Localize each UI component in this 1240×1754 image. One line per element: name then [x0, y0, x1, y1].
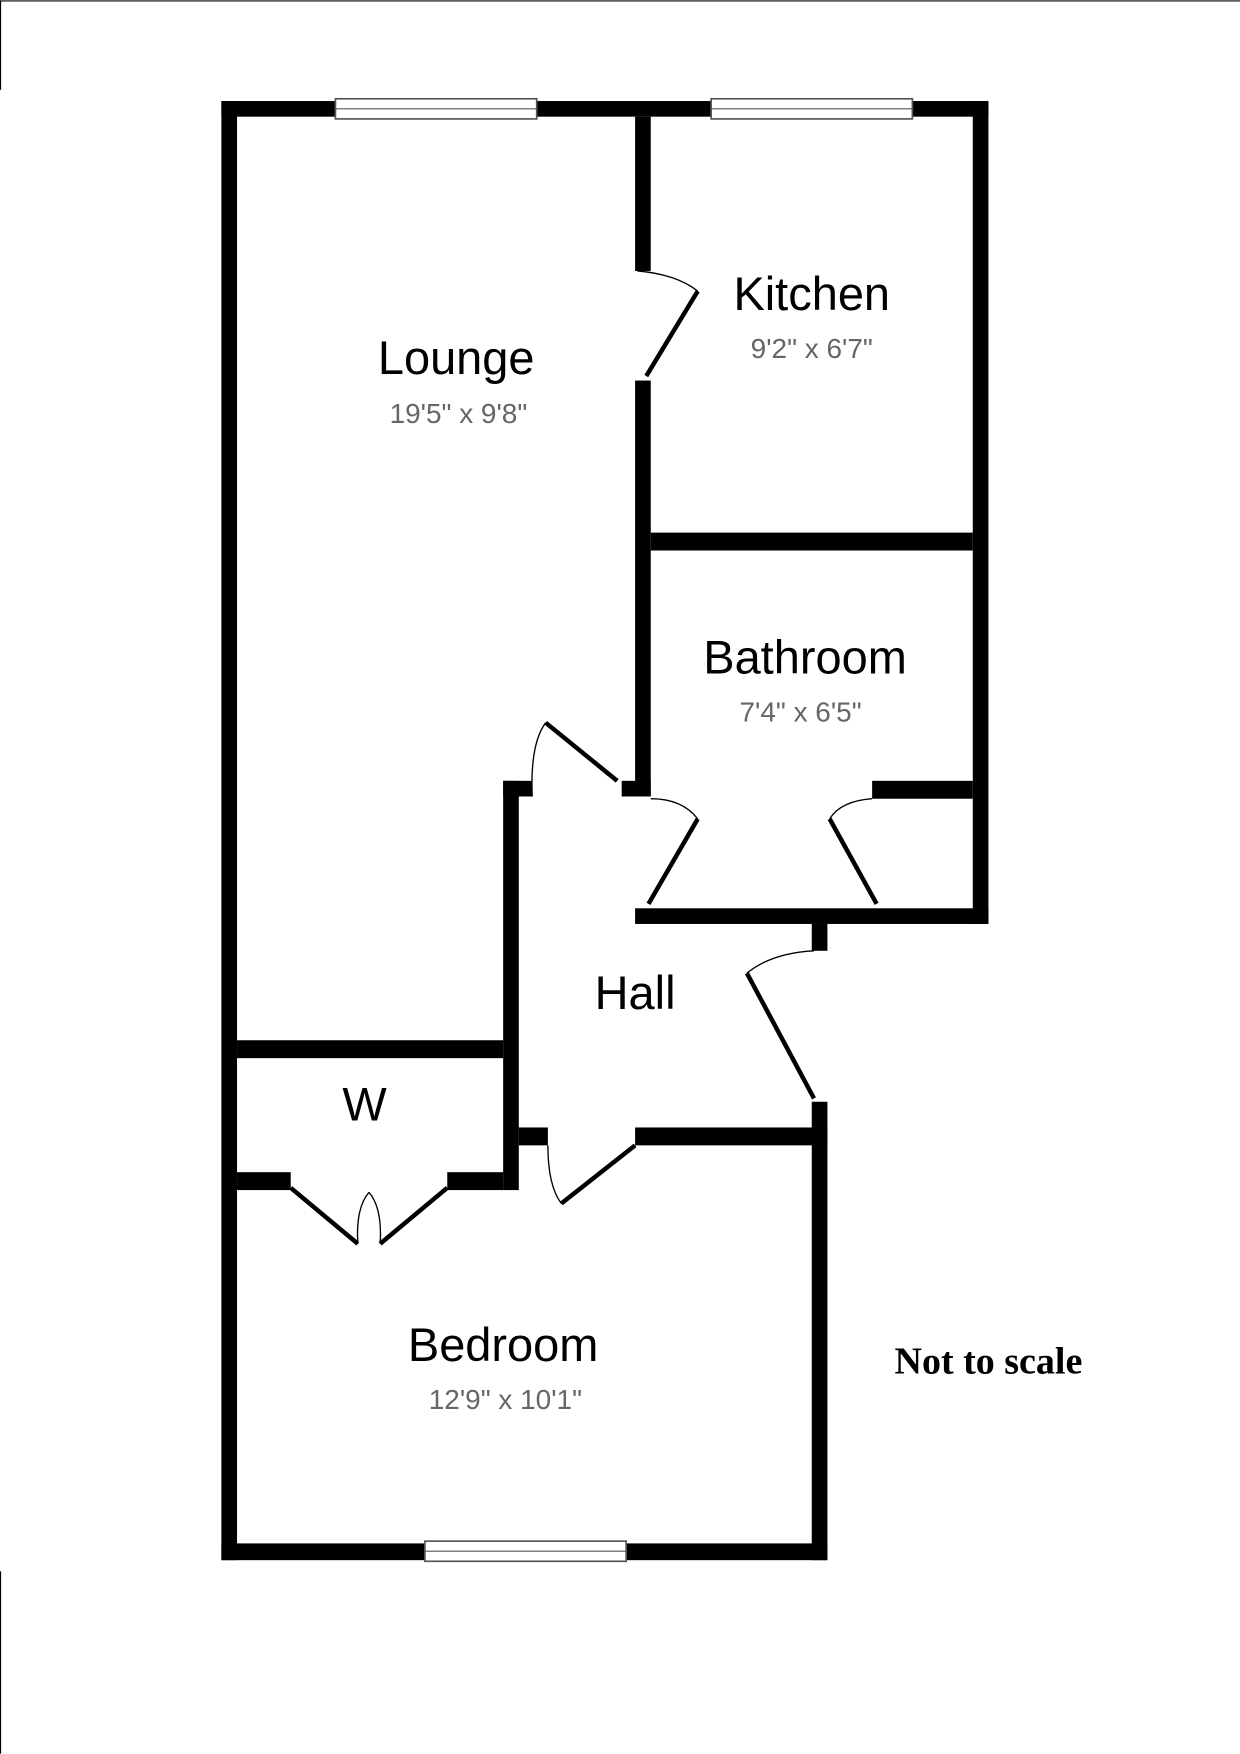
- bedroom-label: Bedroom: [408, 1318, 599, 1371]
- doors: [289, 270, 879, 1246]
- kitchen-label: Kitchen: [733, 267, 890, 320]
- kitchen-size: 9'2" x 6'7": [751, 333, 873, 364]
- windows: [334, 97, 914, 1563]
- labels: Lounge 19'5" x 9'8" Kitchen 9'2" x 6'7" …: [342, 267, 1082, 1415]
- lounge-size: 19'5" x 9'8": [390, 398, 528, 429]
- bedroom-size: 12'9" x 10'1": [429, 1384, 582, 1415]
- bathroom-label: Bathroom: [703, 631, 907, 684]
- lounge-label: Lounge: [378, 331, 535, 384]
- hall-label: Hall: [595, 966, 676, 1019]
- bathroom-size: 7'4" x 6'5": [739, 697, 861, 728]
- scale-note: Not to scale: [895, 1340, 1083, 1382]
- wardrobe-label: W: [342, 1078, 387, 1131]
